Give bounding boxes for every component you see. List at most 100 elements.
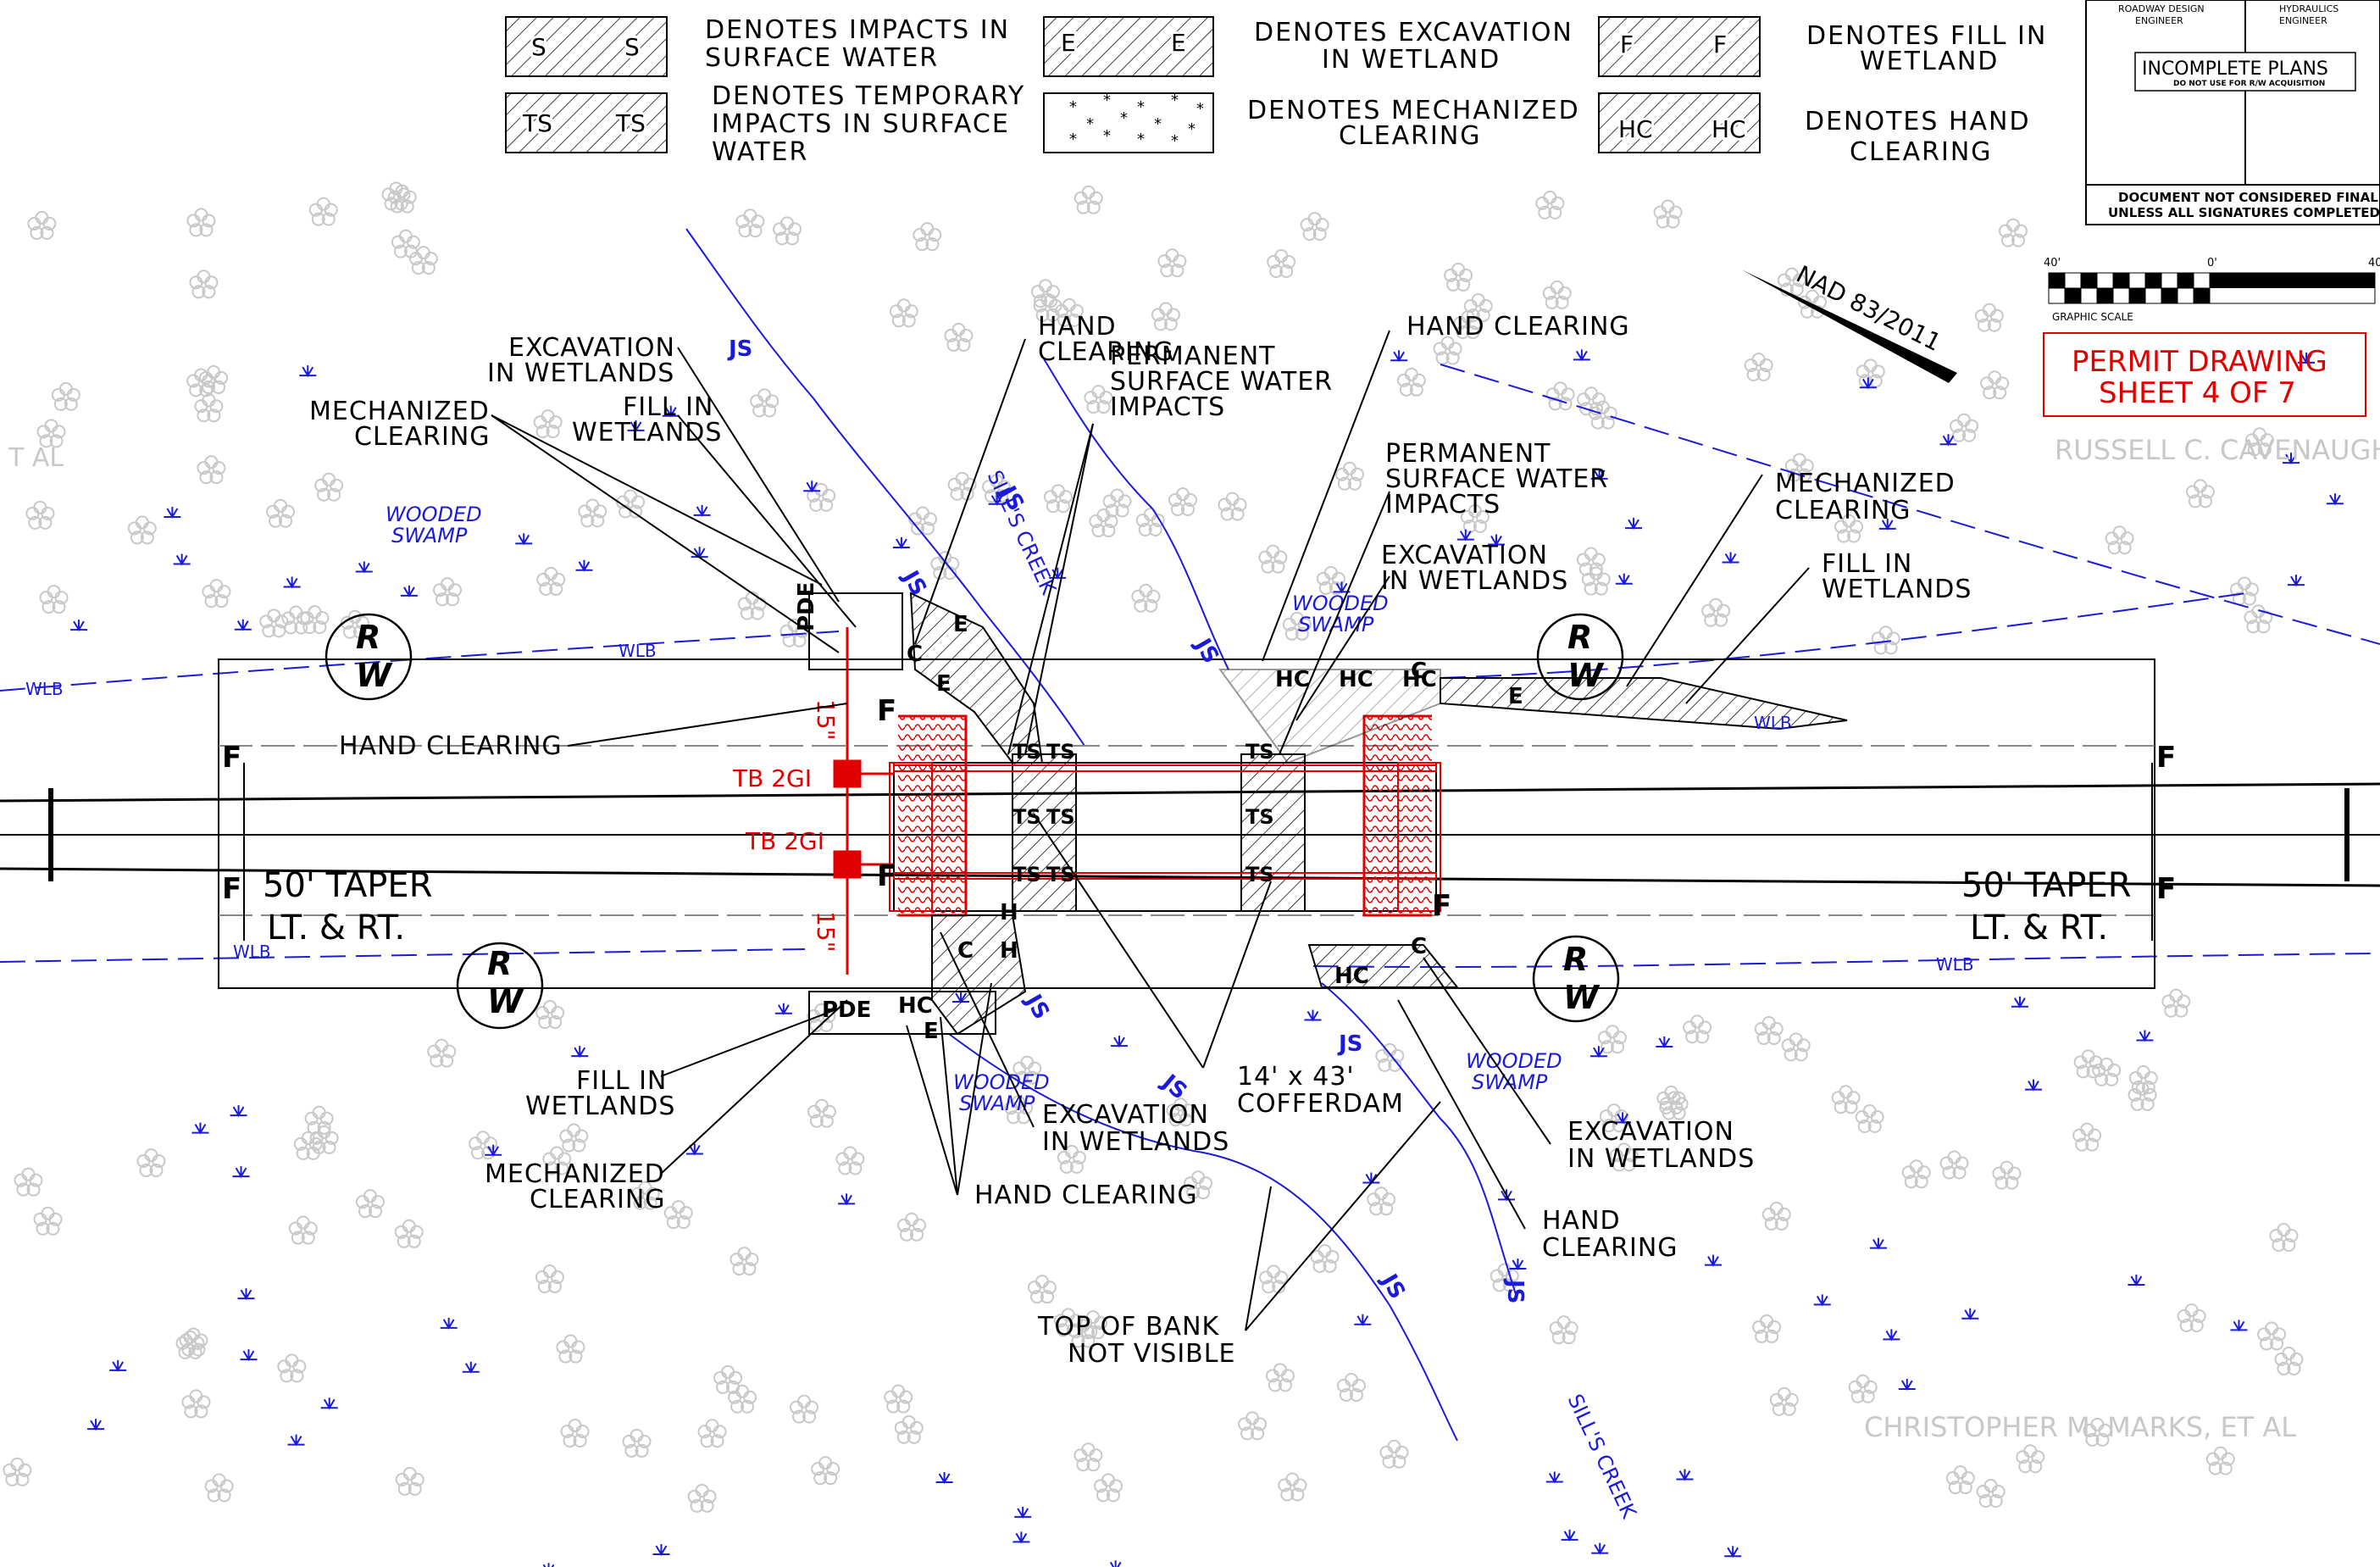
- scale-cell: [2193, 287, 2211, 304]
- star-mark: *: [1196, 100, 1204, 118]
- svg-text:WLB: WLB: [1754, 713, 1792, 733]
- leader-lines: [491, 330, 1810, 1331]
- marsh-symbol: [399, 584, 419, 597]
- tree-symbol: [127, 515, 157, 545]
- tree-symbol: [1581, 566, 1611, 596]
- svg-text:WOODED: WOODED: [1292, 592, 1389, 615]
- svg-text:IN WETLANDS: IN WETLANDS: [1042, 1127, 1229, 1157]
- svg-text:TS: TS: [1046, 805, 1075, 829]
- tree-symbol: [737, 591, 767, 620]
- svg-text:EXCAVATION: EXCAVATION: [1567, 1117, 1734, 1147]
- tree-symbol: [1027, 1275, 1057, 1304]
- svg-text:DENOTES IMPACTS IN: DENOTES IMPACTS IN: [705, 15, 1010, 45]
- tree-symbol: [1939, 1150, 1969, 1180]
- svg-text:F: F: [877, 859, 896, 893]
- svg-text:TS: TS: [1245, 805, 1274, 829]
- tree-symbol: [136, 1148, 166, 1178]
- tree-symbol: [1336, 1373, 1366, 1403]
- legend: S S TS TS E E F F HC HC DENOTES IMPACTS …: [505, 15, 2045, 167]
- marsh-symbol: [1106, 1559, 1125, 1567]
- tree-symbol: [908, 506, 938, 536]
- tree-symbol: [1300, 212, 1329, 242]
- svg-text:CLEARING: CLEARING: [1850, 137, 1993, 167]
- marsh-symbol: [1303, 1009, 1323, 1021]
- svg-text:CLEARING: CLEARING: [1775, 496, 1911, 525]
- svg-text:MECHANIZED: MECHANIZED: [1775, 469, 1956, 498]
- north-arrow: NAD 83/2011: [1741, 260, 1957, 383]
- signature-block: ROADWAY DESIGN ENGINEER HYDRAULICS ENGIN…: [2085, 0, 2380, 225]
- tree-symbol: [427, 1038, 457, 1068]
- scale-cell: [2144, 272, 2162, 289]
- tree-symbol: [2205, 1446, 2235, 1475]
- tree-symbol: [27, 210, 57, 240]
- tree-symbol: [622, 1428, 652, 1458]
- wetland-boundary: [0, 364, 2380, 969]
- tree-symbol: [1701, 597, 1731, 627]
- tree-symbol: [663, 1200, 693, 1230]
- svg-text:40': 40': [2044, 257, 2061, 270]
- tree-symbol: [1950, 413, 1979, 442]
- star-mark: *: [1086, 115, 1094, 133]
- svg-text:S: S: [531, 33, 546, 61]
- svg-text:0': 0': [2207, 257, 2217, 270]
- svg-text:H: H: [1000, 900, 1018, 925]
- tree-symbol: [533, 409, 563, 439]
- tree-symbol: [197, 455, 226, 485]
- owner-top-right: RUSSELL C. CAVENAUGH: [2055, 434, 2380, 466]
- marsh-symbol: [652, 1543, 671, 1556]
- svg-text:DO NOT USE FOR R/W ACQUISITION: DO NOT USE FOR R/W ACQUISITION: [2173, 80, 2325, 88]
- tree-symbol: [560, 1419, 590, 1448]
- tree-symbol: [535, 1264, 564, 1294]
- tree-symbol: [1781, 1032, 1811, 1062]
- svg-text:W: W: [356, 657, 393, 694]
- svg-text:IN WETLANDS: IN WETLANDS: [1567, 1144, 1755, 1174]
- svg-text:IMPACTS: IMPACTS: [1385, 490, 1501, 520]
- marsh-symbol: [2286, 574, 2305, 586]
- tree-symbol: [1855, 1103, 1884, 1133]
- tree-symbol: [300, 605, 330, 635]
- tree-symbol: [1089, 508, 1118, 538]
- marsh-symbol: [837, 1192, 857, 1205]
- marsh-symbol: [286, 1433, 306, 1446]
- tree-symbol: [750, 388, 779, 418]
- svg-text:E: E: [1508, 684, 1523, 709]
- svg-text:F: F: [222, 741, 241, 775]
- stream-lines: [685, 228, 1517, 1442]
- svg-text:CLEARING: CLEARING: [1339, 121, 1482, 151]
- svg-text:ROADWAY DESIGN: ROADWAY DESIGN: [2118, 3, 2205, 14]
- svg-text:EXCAVATION: EXCAVATION: [508, 333, 675, 363]
- svg-text:SWAMP: SWAMP: [1298, 613, 1374, 636]
- tree-symbol: [1043, 484, 1073, 514]
- tree-symbol: [2244, 604, 2273, 634]
- tree-symbol: [1168, 487, 1197, 517]
- tree-symbol: [687, 1483, 717, 1513]
- svg-text:HC: HC: [898, 993, 933, 1019]
- svg-text:WETLANDS: WETLANDS: [1822, 575, 1972, 604]
- marsh-symbol: [86, 1418, 106, 1431]
- legend-swatch-hand-clearing: [1598, 92, 1761, 153]
- svg-text:50' TAPER: 50' TAPER: [263, 866, 433, 905]
- marsh-symbol: [1589, 1045, 1608, 1058]
- scale-cell: [2128, 287, 2146, 304]
- tree-symbol: [2229, 576, 2259, 606]
- tree-symbol: [735, 208, 765, 238]
- svg-text:IN WETLANDS: IN WETLANDS: [487, 358, 674, 388]
- svg-text:E: E: [1171, 29, 1186, 57]
- svg-text:IN WETLANDS: IN WETLANDS: [1381, 566, 1568, 596]
- svg-text:R: R: [356, 619, 380, 656]
- svg-text:F: F: [2156, 741, 2176, 775]
- tree-symbol: [1769, 1386, 1799, 1416]
- svg-text:LT. & RT.: LT. & RT.: [267, 909, 405, 947]
- legend-swatch-fill: [1598, 16, 1761, 77]
- tree-symbol: [194, 393, 224, 423]
- marsh-symbol: [1614, 572, 1634, 585]
- tree-symbol: [2269, 1222, 2299, 1252]
- marsh-symbol: [2023, 1078, 2043, 1091]
- svg-text:PERMANENT: PERMANENT: [1385, 439, 1551, 469]
- tree-symbol: [1102, 488, 1132, 518]
- marsh-symbol: [2010, 995, 2029, 1008]
- marsh-symbol: [1572, 348, 1591, 361]
- scale-cell: [2177, 272, 2194, 289]
- svg-text:HC: HC: [1339, 667, 1373, 692]
- tree-symbol: [884, 1384, 913, 1414]
